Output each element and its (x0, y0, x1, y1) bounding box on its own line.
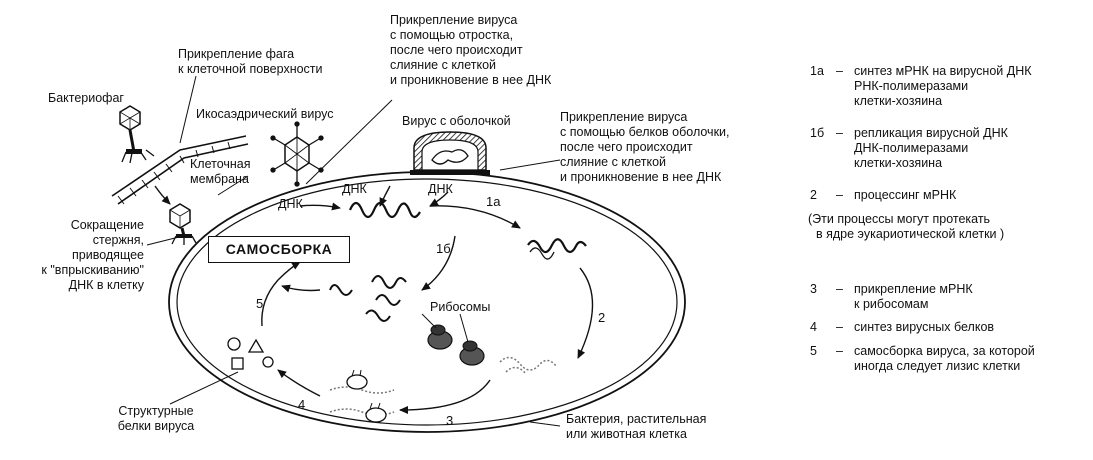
structural-proteins-label: Структурные белки вируса (117, 404, 195, 433)
pointer-lines (146, 75, 561, 427)
step-2-label: 2 (598, 310, 606, 325)
icosahedral-virus-icon (270, 121, 324, 187)
dna-label-top: ДНК (342, 182, 367, 196)
step-1a-label: 1а (486, 194, 501, 209)
arrow-3 (399, 379, 491, 414)
virus-attach-process-label: Прикрепление вируса с помощью отростка, … (390, 13, 552, 87)
viral-dna (348, 201, 421, 219)
step-5-label: 5 (256, 296, 264, 311)
self-assembly-box: САМОСБОРКА (208, 236, 350, 263)
step-3-label: 3 (446, 413, 454, 428)
dna-entry-arrow-left (299, 202, 341, 211)
virus-attach-proteins-label: Прикрепление вируса с помощью белков обо… (560, 110, 730, 184)
step-1b-label: 1б (436, 241, 451, 256)
structural-protein-shapes (227, 337, 274, 370)
arrow-5 (261, 261, 301, 327)
enveloped-virus-label: Вирус с оболочкой (402, 114, 511, 128)
dna-label-left: ДНК (278, 197, 303, 211)
contraction-label: Сокращение стержня, приводящее к "впрыск… (41, 218, 144, 292)
phage-injecting-icon (169, 203, 197, 245)
arrow-2 (577, 267, 594, 359)
icosahedral-label: Икосаэдрический вирус (196, 107, 334, 121)
phage-attach-label: Прикрепление фага к клеточной поверхност… (178, 47, 323, 76)
cell-outline (168, 171, 686, 433)
cell-type-label: Бактерия, растительная или животная клет… (566, 412, 707, 441)
mrna-strand (527, 238, 587, 254)
dna-to-assembly-arrow (281, 284, 321, 293)
bacteriophage-label: Бактериофаг (48, 91, 124, 105)
ribosome-icons (427, 324, 485, 366)
cell-membrane-label: Клеточная мембрана (190, 157, 251, 186)
replicated-dna (329, 275, 407, 322)
ribosomes-on-mrna (329, 369, 395, 423)
arrow-4 (277, 369, 321, 397)
membrane-fragment (111, 135, 249, 205)
bacteriophage-icon (119, 105, 155, 164)
enveloped-virus-icon (410, 131, 490, 175)
phage-move-arrow (154, 185, 171, 205)
arrow-1a (429, 205, 521, 229)
ribosomes-label: Рибосомы (430, 300, 491, 314)
processed-mrna (499, 356, 557, 375)
dna-entry-arrow-right (429, 191, 449, 207)
step-4-label: 4 (298, 397, 306, 412)
arrow-1b (421, 235, 456, 291)
dna-label-right: ДНК (428, 182, 453, 196)
